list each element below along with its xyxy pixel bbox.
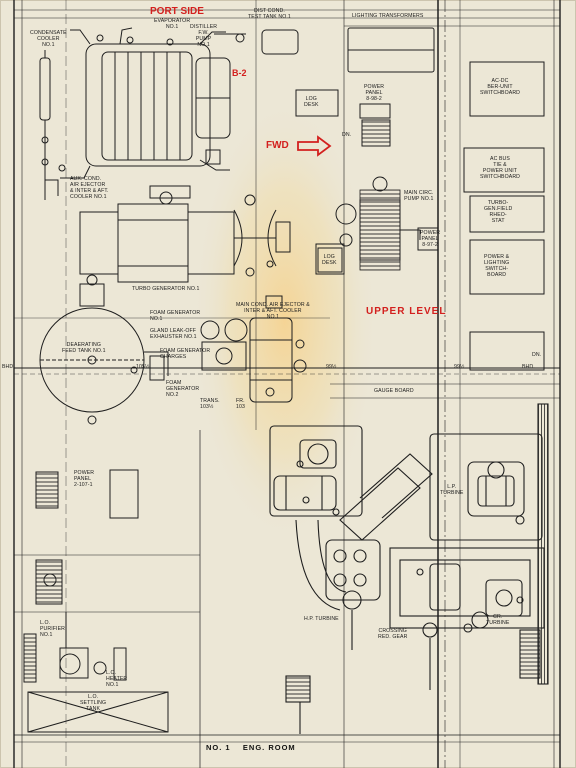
label-dist-cond-tank: DIST COND. TEST TANK NO.1 [248, 8, 291, 20]
label-lo-purifier: L.O. PURIFIER NO.1 [40, 620, 66, 638]
label-dn-right: DN. [532, 352, 542, 358]
label-fr-99-left: 99½ [326, 364, 337, 370]
label-gland-leakoff: GLAND LEAK-OFF EXHAUSTER NO.1 [150, 328, 197, 340]
room-title: NO. 1 ENG. ROOM [206, 743, 296, 752]
label-aux-cond: AUX. COND. AIR EJECTOR & INTER & AFT. CO… [70, 176, 109, 200]
label-evaporator: EVAPORATOR NO.1 [154, 18, 191, 30]
label-power-panel-top: POWER PANEL 8-98-2 [364, 84, 385, 102]
label-condensate-cooler: CONDENSATE COOLER NO.1 [30, 30, 67, 48]
label-lighting-transformers: LIGHTING TRANSFORMERS [352, 13, 424, 19]
label-trans: TRANS. 103½ [200, 398, 220, 410]
label-fr-99-right: 99½ [454, 364, 465, 370]
label-ac-bus-tie: AC BUS TIE & POWER UNIT SWITCHBOARD [480, 156, 521, 180]
label-acdc-switchboard: AC-DC BER-UNIT SWITCHBOARD [480, 78, 521, 96]
label-foam-gen-no1: FOAM GENERATOR NO.1 [150, 310, 201, 322]
label-distiller-pump: DISTILLER F.W. PUMP NO.1 [190, 24, 218, 48]
port-side-label: PORT SIDE [150, 6, 204, 17]
label-fr-103: FR. 103 [236, 398, 245, 410]
label-bhd-left: BHD. [2, 364, 15, 370]
upper-level-label: UPPER LEVEL [366, 306, 447, 317]
label-bhd-right: BHD. [522, 364, 535, 370]
label-main-circ-pump: MAIN CIRC. PUMP NO.1 [404, 190, 434, 202]
label-dn-top: DN. [342, 132, 352, 138]
b2-label: B-2 [232, 68, 247, 78]
label-hp-turbine: H.P. TURBINE [304, 616, 339, 622]
label-turbo-generator: TURBO GENERATOR NO.1 [132, 286, 200, 292]
label-foam-gen-no2: FOAM GENERATOR NO.2 [166, 380, 200, 398]
label-log-desk-top: LOG DESK [304, 96, 319, 108]
label-cr-turbine: CR. TURBINE [486, 614, 510, 626]
label-gauge-board: GAUGE BOARD [374, 388, 414, 394]
label-foam-gen-charges: FOAM GENERATOR CHARGES [160, 348, 211, 360]
label-lp-turbine: L.P. TURBINE [440, 484, 464, 496]
label-lo-heater: L.O. HEATER NO.1 [106, 670, 128, 688]
label-deaerating-tank: DEAERATING FEED TANK NO.1 [62, 342, 106, 354]
label-fr-105: 105½ [136, 364, 150, 370]
label-turbo-gen-rheostat: TURBO- GEN.FIELD RHEO- STAT [484, 200, 513, 224]
label-power-panel-mid: POWER PANEL 8-97-2 [420, 230, 441, 248]
label-main-cond-ejector: MAIN COND. AIR EJECTOR & INTER & AFT. CO… [236, 302, 310, 320]
label-lo-settling: L.O. SETTLING TANK [80, 694, 107, 712]
label-crossing-red-gear: CROSSING RED. GEAR [378, 628, 408, 640]
fwd-label: FWD [266, 140, 289, 151]
label-log-desk-mid: LOG DESK [322, 254, 337, 266]
label-power-lighting-switchboard: POWER & LIGHTING SWITCH- BOARD [484, 254, 510, 278]
label-power-panel-low: POWER PANEL 2-107-1 [74, 470, 95, 488]
